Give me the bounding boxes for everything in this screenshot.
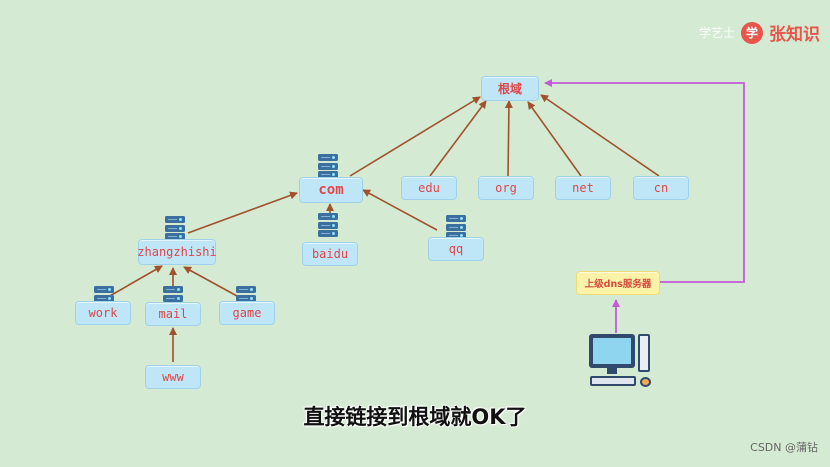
- node-org: org: [478, 176, 534, 200]
- logo-big-text: 张知识: [769, 25, 820, 45]
- arrow-work-zhangzhishi: [107, 265, 163, 298]
- brand-logo: 学艺士 学 张知识: [699, 20, 820, 45]
- node-edu: edu: [401, 176, 457, 200]
- node-root: 根域: [481, 76, 539, 101]
- node-baidu: baidu: [302, 242, 358, 266]
- arrow-qq-com: [362, 189, 438, 231]
- node-zhangzhishi: zhangzhishi: [137, 239, 217, 265]
- arrow-com-root: [349, 96, 481, 177]
- node-work: work: [75, 301, 131, 325]
- server-icon-baidu: [318, 213, 338, 239]
- node-qq: qq: [428, 237, 484, 261]
- server-icon-zhangzhishi: [165, 216, 185, 242]
- watermark: CSDN @蒲钻: [750, 441, 818, 454]
- node-mail: mail: [145, 302, 201, 326]
- server-icon-com: [318, 154, 338, 180]
- node-upper-dns-server: 上级dns服务器: [576, 271, 660, 295]
- logo-badge-icon: 学: [741, 21, 763, 44]
- node-com: com: [299, 177, 363, 203]
- computer-icon: [586, 332, 654, 392]
- arrow-cn-root: [540, 94, 660, 177]
- arrow-net-root: [527, 101, 582, 177]
- server-icon-qq: [446, 215, 466, 241]
- arrow-edu-root: [429, 100, 487, 177]
- node-www: www: [145, 365, 201, 389]
- arrow-dns-root: [544, 79, 745, 283]
- logo-small-text: 学艺士: [698, 26, 735, 40]
- arrow-zhangzhishi-com: [187, 191, 298, 234]
- node-cn: cn: [633, 176, 689, 200]
- node-net: net: [555, 176, 611, 200]
- arrow-org-root: [504, 100, 513, 177]
- node-game: game: [219, 301, 275, 325]
- arrow-game-zhangzhishi: [183, 266, 238, 297]
- subtitle-caption: 直接链接到根域就OK了: [303, 405, 527, 429]
